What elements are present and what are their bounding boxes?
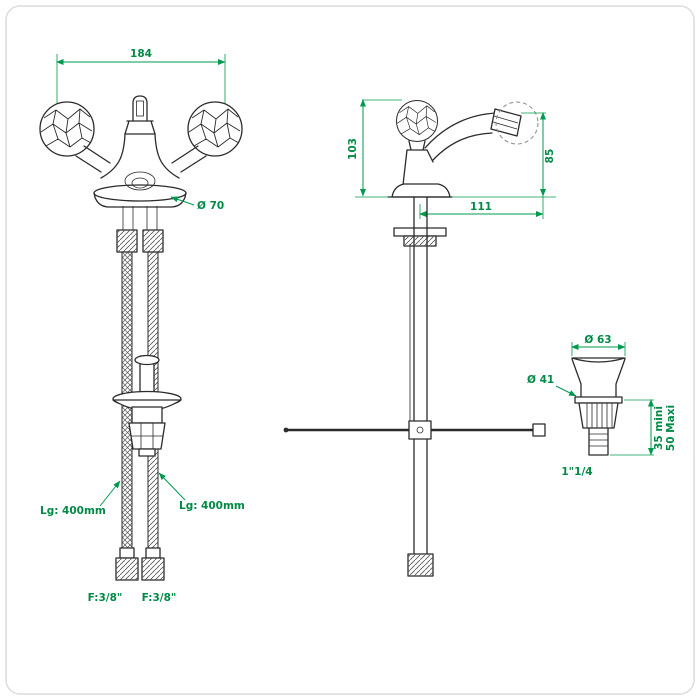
dim-spout-height-group: 85 [521,112,556,197]
side-threaded-pipe [407,196,434,577]
dim-base-diameter: Ø 70 [197,200,224,212]
dim-waste-flange-diameter-group: Ø 63 [571,334,626,356]
front-supply-connectors [116,206,164,253]
dim-spout-reach: 111 [470,201,492,213]
dim-hose-length-left: Lg: 400mm [40,505,106,517]
front-hose-fittings [115,547,165,581]
dim-overall-width: 184 [130,48,152,60]
dim-base-diameter-group: Ø 70 [170,196,224,212]
dim-waste-thread: 1"1/4 [561,466,592,478]
side-view: 103 85 111 [283,99,677,577]
dim-waste-range-line2: 50 Maxi [665,405,677,451]
front-handle-right [171,101,243,173]
side-faucet [391,99,539,198]
dim-spout-reach-group: 111 [419,196,544,219]
dim-body-height-group: 103 [347,99,402,197]
dim-hose-length-right: Lg: 400mm [179,500,245,512]
dim-body-height: 103 [347,138,359,160]
dim-hose-fitting-left: F:3/8" [88,592,123,604]
side-waste-assembly: Ø 63 Ø 41 35 mini 50 Maxi 1"1/4 [527,334,677,478]
aerator-detail-circle [495,101,539,145]
dim-overall-width-group: 184 [56,48,226,104]
dim-hose-length-left-group: Lg: 400mm [40,480,121,517]
front-pop-up-waste [112,354,182,457]
dim-hose-length-right-group: Lg: 400mm [158,472,245,512]
front-handle-left [39,101,111,173]
dim-hose-fitting-right: F:3/8" [142,592,177,604]
dim-spout-height: 85 [544,149,556,164]
dim-waste-range-line1: 35 mini [653,406,665,450]
front-faucet-body [100,95,180,191]
dim-waste-hole-diameter: Ø 41 [527,374,554,386]
dim-waste-hole-diameter-group: Ø 41 [527,374,577,397]
dim-waste-flange-diameter: Ø 63 [584,334,611,346]
image-border [5,5,695,695]
front-view: 184 Ø 70 [39,48,245,604]
side-pop-up-rod [283,420,546,440]
front-base [93,184,187,208]
side-mounting-hardware [393,227,447,247]
dim-waste-range-group: 35 mini 50 Maxi [610,399,677,456]
